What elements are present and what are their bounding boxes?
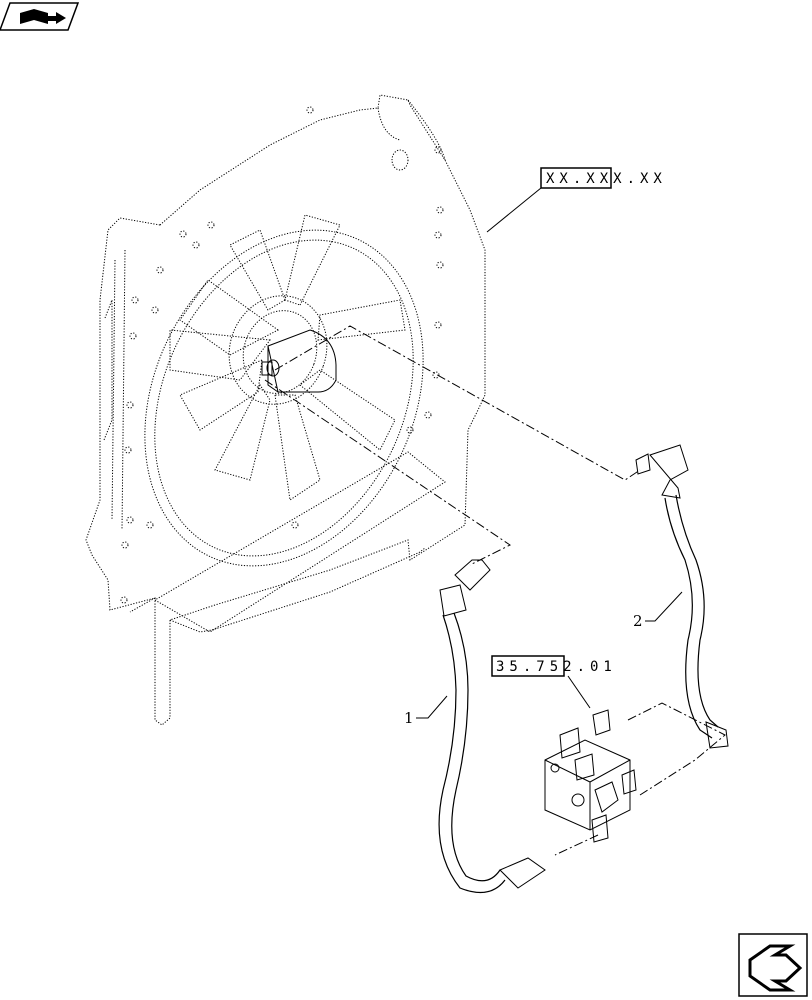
- hose-2: [635, 444, 729, 749]
- connection-lines: [264, 325, 726, 856]
- callout-2-label: 2: [633, 612, 643, 630]
- fan-assembly: [169, 214, 406, 501]
- reference-xx[interactable]: XX.XXX.XX: [486, 167, 667, 233]
- next-page-arrow-icon[interactable]: [738, 933, 808, 997]
- callout-1-label: 1: [404, 709, 414, 727]
- callout-1: 1: [404, 695, 448, 727]
- reference-35-752-01-label: 35.752.01: [496, 659, 617, 675]
- reference-35-752-01[interactable]: 35.752.01: [491, 655, 617, 709]
- fan-shroud-frame: [85, 94, 486, 726]
- reference-xx-label: XX.XXX.XX: [546, 171, 667, 187]
- bolt-holes: [120, 106, 444, 604]
- callout-2: 2: [633, 591, 683, 630]
- valve-block: [544, 709, 637, 843]
- hose-1: [438, 559, 546, 894]
- book-arrow-icon[interactable]: [0, 2, 80, 31]
